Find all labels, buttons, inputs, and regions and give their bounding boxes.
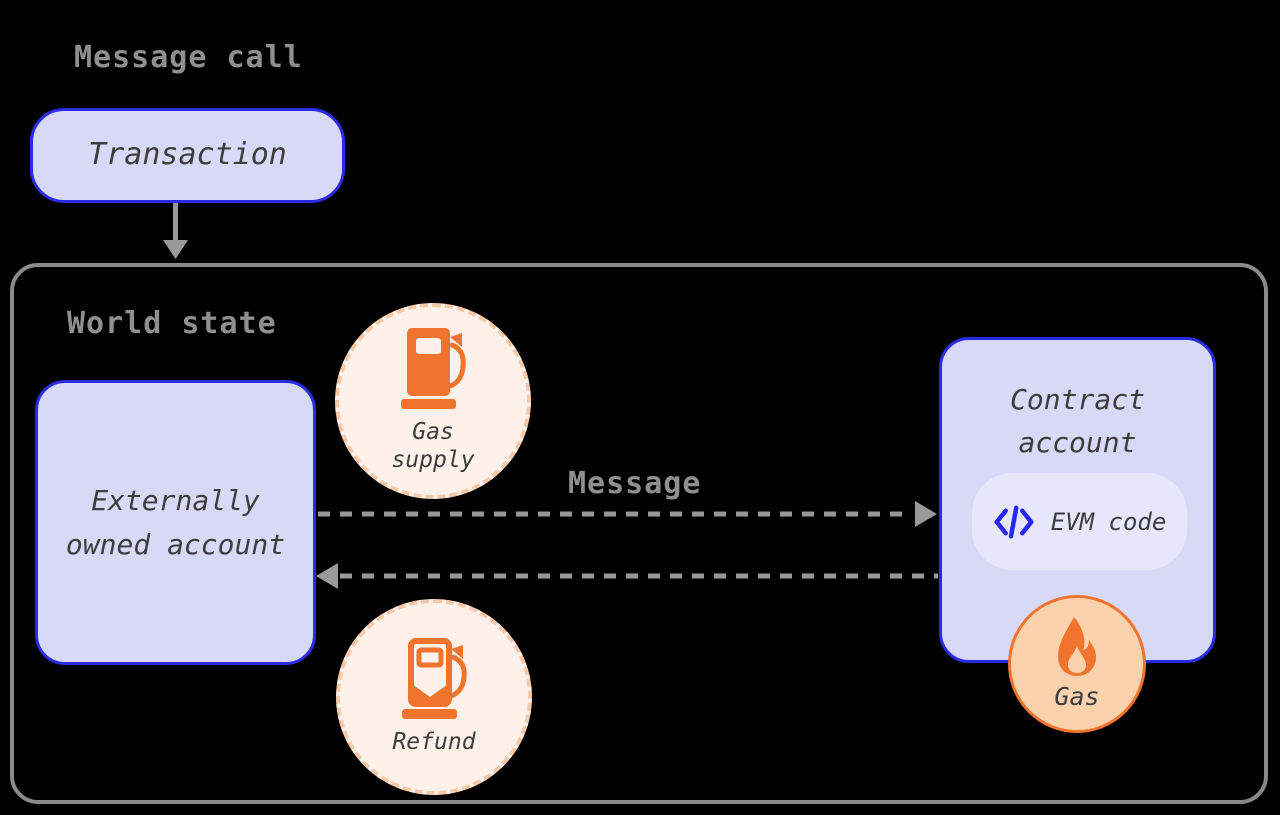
contract-label-line1: Contract: [1010, 383, 1145, 416]
refund-label: Refund: [392, 729, 476, 756]
diagram-title: Message call: [74, 40, 303, 75]
eoa-label-line1: Externally: [91, 484, 260, 518]
world-state-container: [10, 263, 1268, 804]
message-arrow-label: Message: [568, 466, 702, 501]
gas-supply-label-line2: supply: [391, 447, 475, 473]
gas-label: Gas: [1054, 682, 1100, 711]
evm-code-pill: EVM code: [972, 473, 1187, 570]
world-state-title: World state: [67, 306, 277, 341]
gas-pump-refund-icon: [401, 637, 467, 721]
eoa-label-line2: owned account: [65, 527, 286, 561]
eoa-node: Externally owned account: [35, 380, 316, 665]
contract-label-line2: account: [1018, 426, 1137, 460]
gas-badge: Gas: [1008, 595, 1146, 733]
evm-code-label: EVM code: [1050, 507, 1167, 536]
flame-icon: [1053, 616, 1101, 678]
transaction-node: Transaction: [30, 108, 345, 203]
transaction-label: Transaction: [88, 137, 287, 173]
refund-badge: Refund: [336, 599, 532, 795]
transaction-down-arrow: [163, 203, 188, 259]
code-icon: [993, 503, 1035, 541]
gas-pump-icon: [400, 327, 466, 411]
gas-supply-badge: Gas supply: [335, 303, 531, 499]
gas-supply-label-line1: Gas: [412, 419, 454, 446]
